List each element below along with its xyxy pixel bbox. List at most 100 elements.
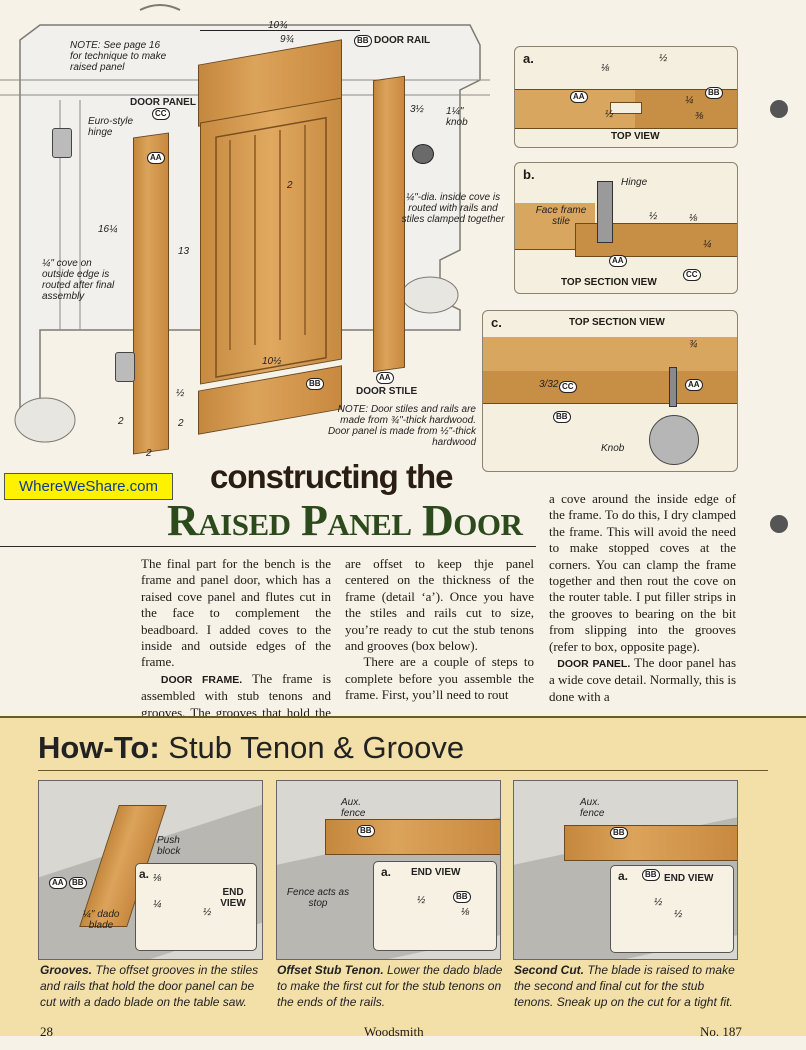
end-view-label: END VIEW [411,867,461,878]
rail-section [635,89,737,129]
howto-title-bold: How-To: [38,730,160,765]
badge-aa: AA [685,379,703,391]
badge-bb: BB [357,825,375,837]
inset-letter: a. [381,865,392,879]
door-stile-left [133,132,169,455]
dado-label: ¼" dado blade [82,909,120,931]
detail-title: TOP VIEW [611,131,660,142]
dim-2d: 2 [146,448,152,459]
dim-2c: 2 [178,418,184,429]
end-view-inset [610,865,734,953]
howto-title: How-To: Stub Tenon & Groove [38,730,464,766]
dim: ¼ [153,899,162,910]
dim: ½ [649,211,658,222]
dim: ¼ [685,95,694,106]
paragraph: The frame is assembled with stub tenons … [141,670,331,736]
paragraph: There are a couple of steps to complete … [345,654,534,703]
caption-second-cut: Second Cut. The blade is raised to make … [514,962,740,1010]
end-view-inset [373,861,497,951]
caption-text: Lower the dado blade to make the first c… [277,963,503,1009]
hinge-icon [597,181,613,243]
panel-flutes [215,116,327,379]
detail-letter: c. [491,315,502,330]
aux-fence [564,825,737,861]
badge-cc: CC [559,381,577,393]
badge-bb: BB [553,411,571,423]
dim: ¾ [689,339,698,350]
knob-icon [649,415,699,465]
watermark-badge: WhereWeShare.com [4,473,173,500]
dim-3-1-2: 3½ [410,104,424,115]
detail-title: TOP SECTION VIEW [561,277,657,288]
howto-title-rest: Stub Tenon & Groove [159,730,465,765]
paragraph: The door panel has a wide cove detail. N… [549,655,737,704]
dim: ½ [605,109,614,120]
dim: ½ [659,53,668,64]
door-panel-label: DOOR PANEL [130,97,196,108]
caption-offset-tenon: Offset Stub Tenon. Lower the dado blade … [277,962,507,1010]
dim: ½ [417,895,426,906]
binder-hole [770,100,788,118]
detail-letter: b. [523,167,535,182]
magazine-name: Woodsmith [364,1024,424,1039]
dim: ⅜ [695,111,704,122]
door-stile-label: DOOR STILE [356,386,418,397]
push-block-label: Push block [157,835,181,857]
hinge-label: Hinge [621,177,648,188]
caption-lead: Offset Stub Tenon. [277,963,384,977]
howto-figure-offset-tenon: Aux. fence Fence acts as stop a. END VIE… [276,780,501,960]
dim-10-3-4: 10¾ [268,20,288,31]
badge-bb: BB [69,877,87,889]
article-col-3: a cove around the inside edge of the fra… [549,491,736,705]
badge-aa: AA [376,372,394,384]
howto-figure-second-cut: Aux. fence a. END VIEW ½ ½ BB BB [513,780,738,960]
issue-number: No. 187 [700,1024,742,1039]
badge-bb: BB [642,869,660,881]
howto-figure-grooves: Push block ¼" dado blade a. END VIEW ⅛ ¼… [38,780,263,960]
dim: ½ [654,897,663,908]
inset-letter: a. [139,867,150,881]
euro-hinge-label: Euro-style hinge [88,116,134,138]
dim-2: 2 [287,180,293,191]
aux-fence-label: Aux. fence [580,797,605,819]
dim: ⅛ [461,907,470,918]
binder-hole [770,515,788,533]
badge-cc: CC [152,108,170,120]
dim-line-top [200,30,360,31]
aux-fence-label: Aux. fence [341,797,366,819]
hinge-icon [115,352,135,382]
face-frame-label: Face frame stile [535,205,587,227]
hinge-icon [52,128,72,158]
note-bottom: NOTE: Door stiles and rails are made fro… [327,404,476,448]
badge-aa: AA [609,255,627,267]
badge-aa: AA [570,91,588,103]
runin-heading: DOOR PANEL. [557,658,631,671]
note-top: NOTE: See page 16 for technique to make … [70,40,167,73]
dim: ½ [203,907,212,918]
inside-cove-label: ¼"-dia. inside cove is routed with rails… [401,192,505,225]
groove [610,102,642,114]
dim: ⅛ [601,63,610,74]
dim-9-3-4: 9¾ [280,34,294,45]
door-section [575,223,737,257]
headline-big: Raised Panel Door [167,496,523,545]
badge-bb: BB [306,378,324,390]
end-view-inset [135,863,257,951]
dim-half: ½ [176,388,185,399]
howto-title-rule [38,770,768,771]
inset-letter: a. [618,869,629,883]
paragraph: a cove around the inside edge of the fra… [549,491,736,654]
badge-bb: BB [705,87,723,99]
badge-aa: AA [147,152,165,164]
badge-bb: BB [354,35,372,47]
caption-grooves: Grooves. The offset grooves in the stile… [40,962,270,1010]
page-number: 28 [40,1024,53,1039]
detail-b-top-section: b. Hinge Face frame stile ½ ⅛ ¼ AA CC TO… [514,162,738,294]
dim: ⅛ [689,213,698,224]
runin-heading: DOOR FRAME. [160,673,243,686]
dim: ¼ [703,239,712,250]
article-col-1: The final part for the bench is the fram… [141,556,331,737]
detail-letter: a. [523,51,534,66]
rail-top [483,337,737,372]
badge-cc: CC [683,269,701,281]
